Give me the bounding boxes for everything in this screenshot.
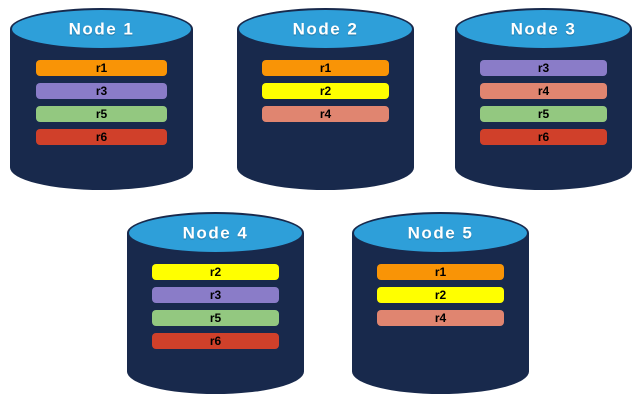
- replica-list: r1 r2 r4: [352, 264, 529, 326]
- node-label: Node 5: [407, 223, 474, 243]
- replica-list: r2 r3 r5 r6: [127, 264, 304, 349]
- database-node-cylinder[interactable]: Node 1 r1 r3 r5 r6: [10, 8, 193, 190]
- node-label: Node 4: [182, 223, 249, 243]
- cylinder-top-disc: Node 1: [10, 8, 193, 50]
- replica-bar[interactable]: r5: [151, 310, 280, 326]
- replica-bar[interactable]: r3: [151, 287, 280, 303]
- replica-bar[interactable]: r4: [479, 83, 608, 99]
- replica-bar[interactable]: r1: [376, 264, 505, 280]
- replica-bar[interactable]: r2: [376, 287, 505, 303]
- cylinder-top-disc: Node 2: [237, 8, 414, 50]
- replica-bar[interactable]: r5: [35, 106, 168, 122]
- replica-bar[interactable]: r1: [261, 60, 390, 76]
- replica-list: r1 r3 r5 r6: [10, 60, 193, 145]
- replica-bar[interactable]: r3: [479, 60, 608, 76]
- node-label: Node 1: [68, 19, 135, 39]
- replica-bar[interactable]: r2: [151, 264, 280, 280]
- database-node-cylinder[interactable]: Node 5 r1 r2 r4: [352, 212, 529, 394]
- node-label: Node 3: [510, 19, 577, 39]
- database-node-cylinder[interactable]: Node 3 r3 r4 r5 r6: [455, 8, 632, 190]
- replica-bar[interactable]: r6: [479, 129, 608, 145]
- replica-bar[interactable]: r5: [479, 106, 608, 122]
- replica-bar[interactable]: r4: [261, 106, 390, 122]
- replica-bar[interactable]: r1: [35, 60, 168, 76]
- database-node-cylinder[interactable]: Node 2 r1 r2 r4: [237, 8, 414, 190]
- node-label: Node 2: [292, 19, 359, 39]
- cylinder-top-disc: Node 4: [127, 212, 304, 254]
- replica-bar[interactable]: r6: [35, 129, 168, 145]
- cylinder-top-disc: Node 5: [352, 212, 529, 254]
- replica-list: r3 r4 r5 r6: [455, 60, 632, 145]
- database-node-cylinder[interactable]: Node 4 r2 r3 r5 r6: [127, 212, 304, 394]
- replica-bar[interactable]: r3: [35, 83, 168, 99]
- replica-bar[interactable]: r4: [376, 310, 505, 326]
- replica-bar[interactable]: r2: [261, 83, 390, 99]
- replica-bar[interactable]: r6: [151, 333, 280, 349]
- replica-list: r1 r2 r4: [237, 60, 414, 122]
- cylinder-top-disc: Node 3: [455, 8, 632, 50]
